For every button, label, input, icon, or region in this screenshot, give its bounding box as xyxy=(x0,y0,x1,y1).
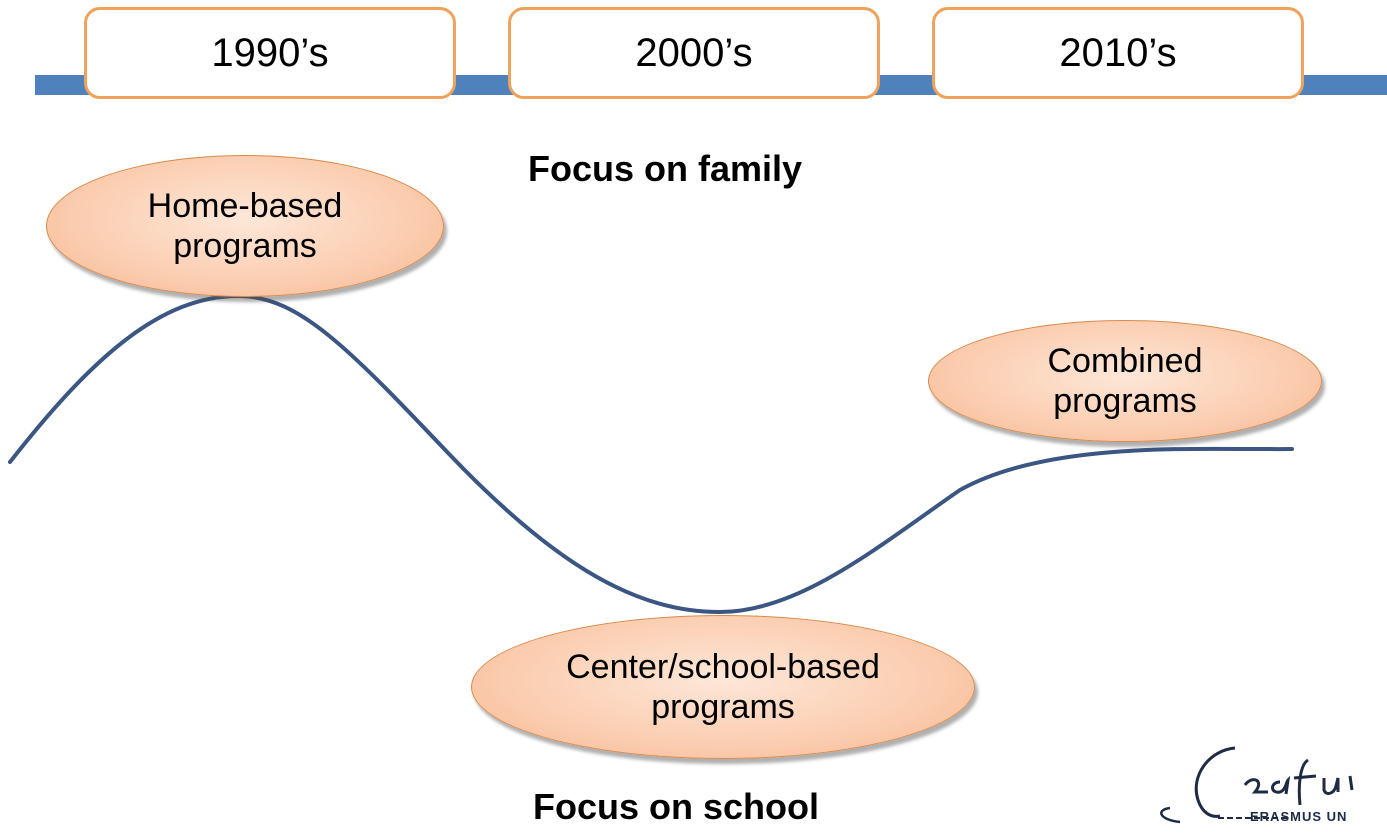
ellipse-line: programs xyxy=(651,688,795,726)
logo-text: ERASMUS UN xyxy=(1250,809,1348,824)
erasmus-signature-icon xyxy=(1160,746,1354,824)
ellipse-line: programs xyxy=(1053,382,1197,420)
center-school-based-programs-ellipse: Center/school-based programs xyxy=(471,615,975,759)
ellipse-line: Combined xyxy=(1047,342,1203,380)
erasmus-logo: ERASMUS UN xyxy=(1140,730,1387,840)
decade-label: 2010’s xyxy=(1059,30,1177,75)
ellipse-line: programs xyxy=(173,227,317,265)
decade-label: 1990’s xyxy=(211,30,329,75)
decade-label: 2000’s xyxy=(635,30,753,75)
ellipse-line: Home-based xyxy=(147,187,343,225)
ellipse-line: Center/school-based xyxy=(566,648,880,686)
decade-box-1990s: 1990’s xyxy=(84,7,456,99)
focus-on-school-label: Focus on school xyxy=(533,786,820,827)
combined-programs-ellipse: Combined programs xyxy=(928,320,1322,442)
trend-curve-path xyxy=(8,293,1294,615)
decade-box-2000s: 2000’s xyxy=(508,7,880,99)
decade-box-2010s: 2010’s xyxy=(932,7,1304,99)
focus-on-family-label: Focus on family xyxy=(528,148,803,189)
home-based-programs-ellipse: Home-based programs xyxy=(46,155,444,297)
